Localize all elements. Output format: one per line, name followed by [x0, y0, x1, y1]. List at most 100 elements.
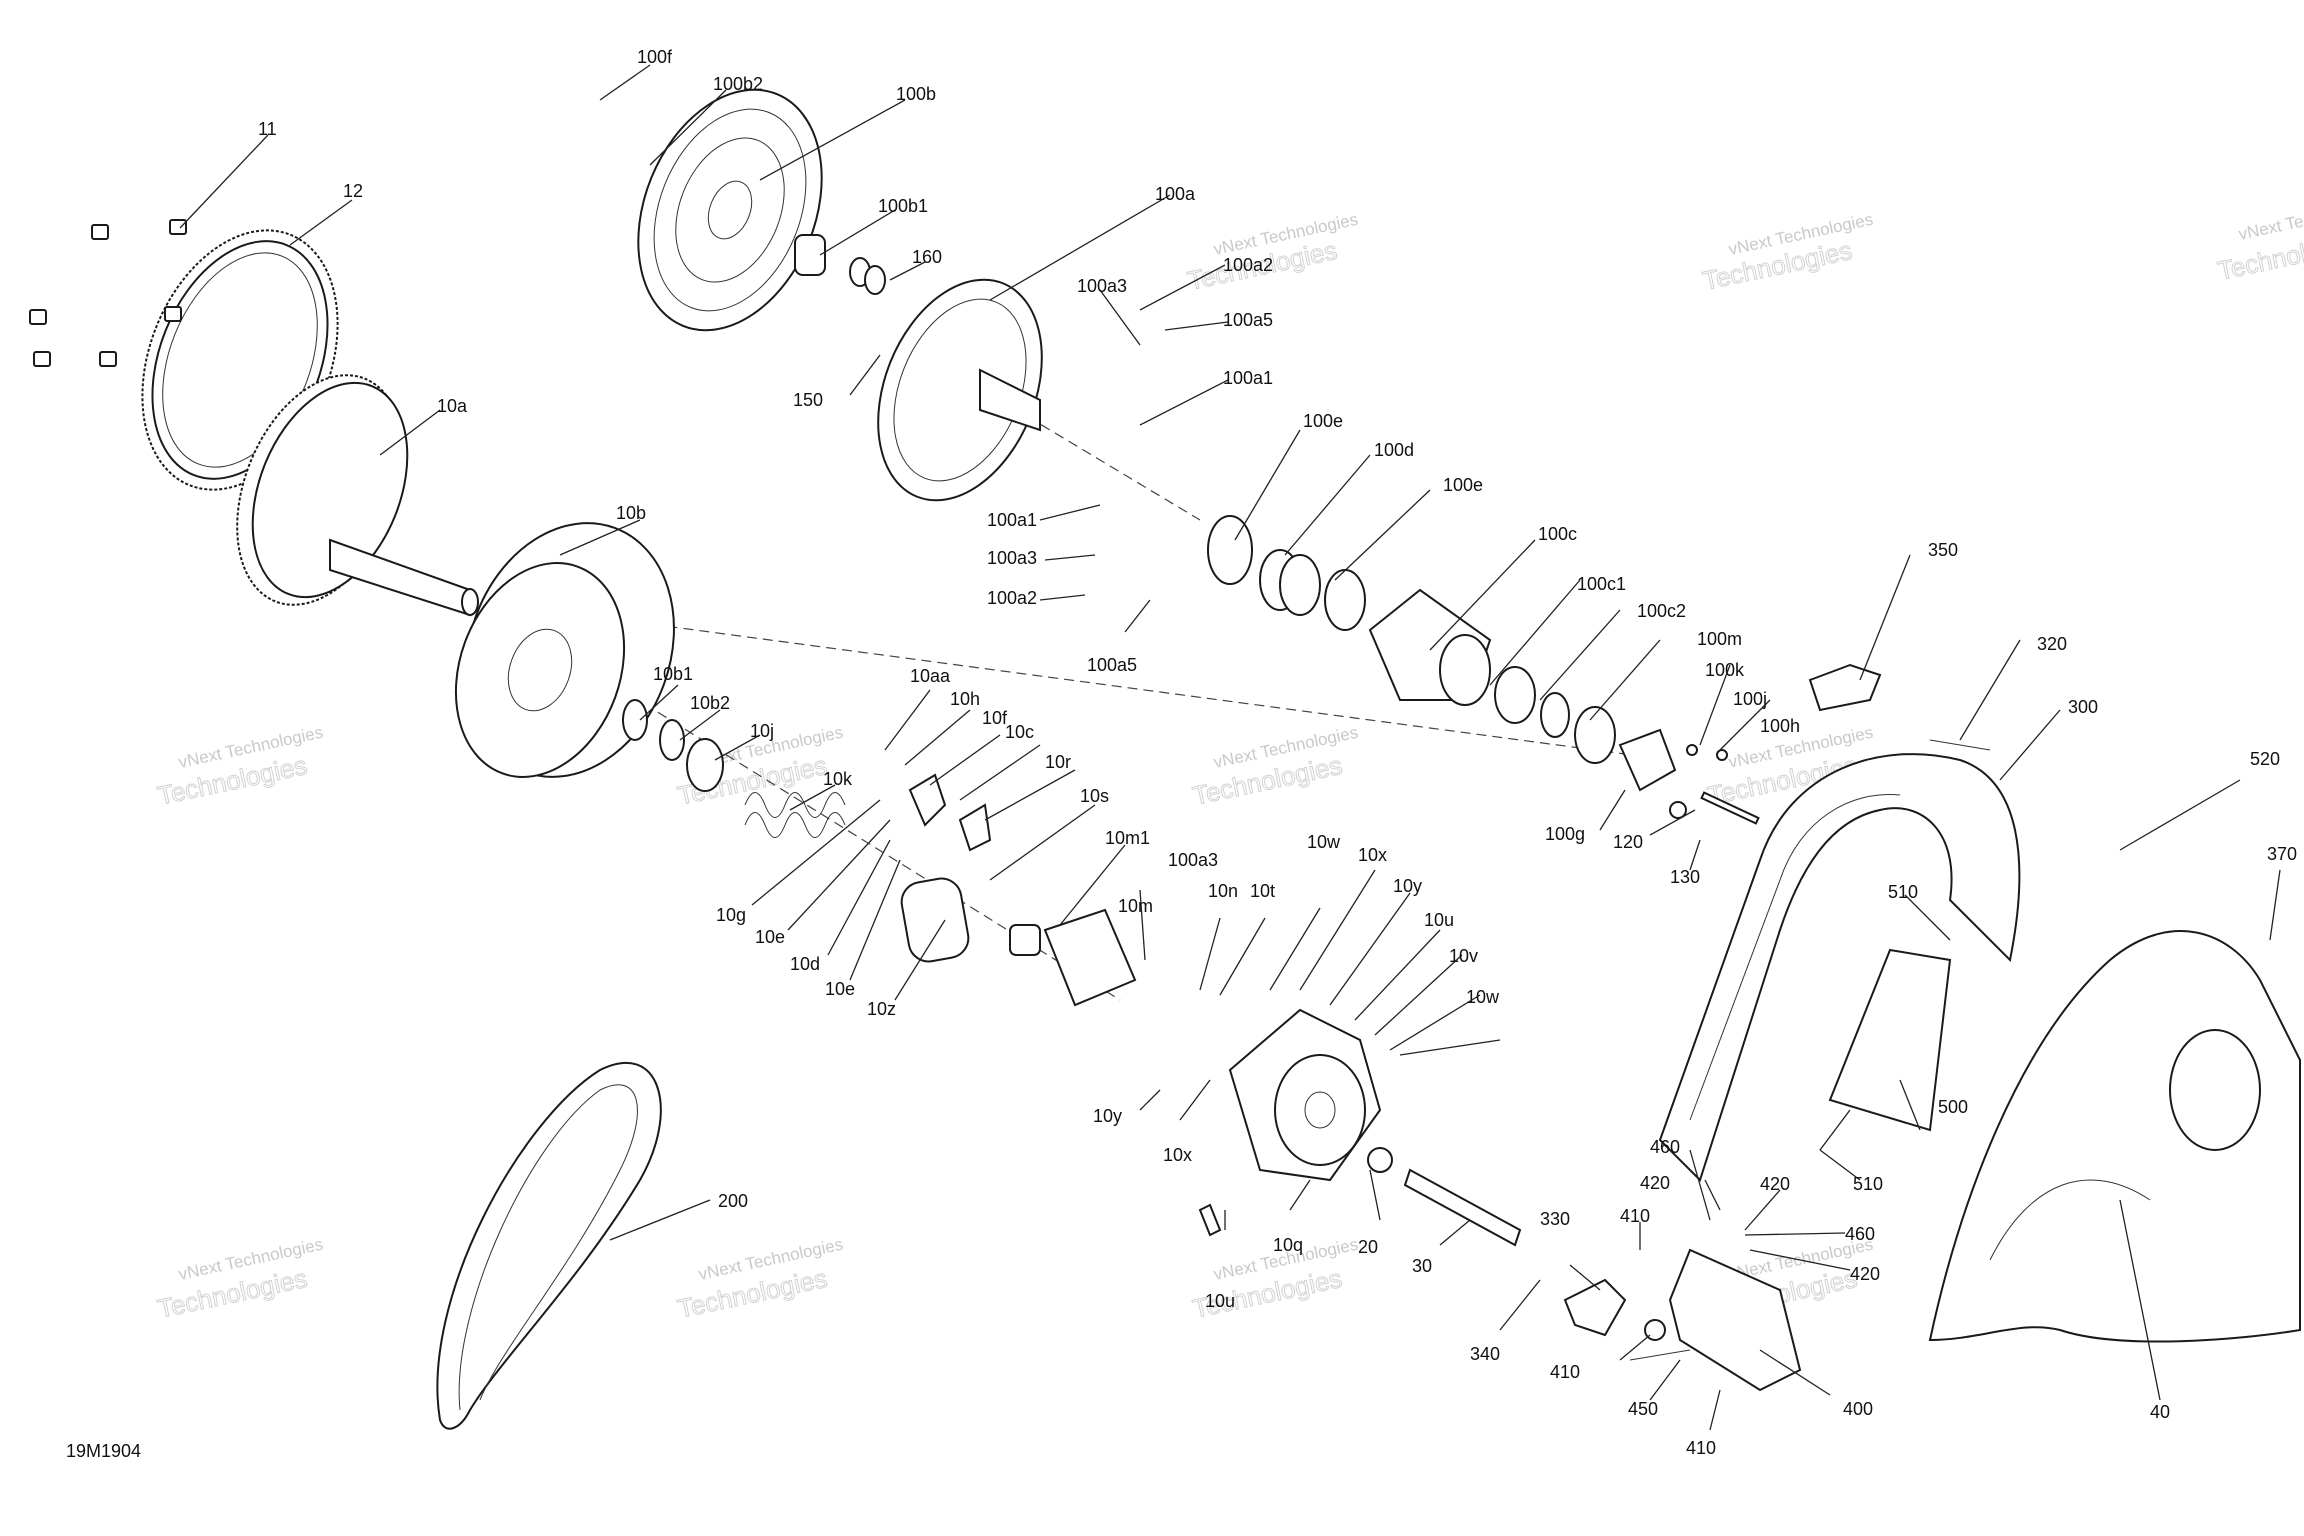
callout-label: 100a2	[987, 588, 1037, 608]
callout-label: 100f	[637, 47, 673, 67]
callout-label: 100a3	[1077, 276, 1127, 296]
callout-label: 100e	[1443, 475, 1483, 495]
callout-label: 410	[1550, 1362, 1580, 1382]
leader-lines	[179, 64, 2281, 1431]
callout-label: 10g	[716, 905, 746, 925]
callout-label: 460	[1845, 1224, 1875, 1244]
callout-label: 10aa	[910, 666, 951, 686]
callout-label: 510	[1853, 1174, 1883, 1194]
callout-label: 10w	[1466, 987, 1500, 1007]
callout-label: 10m	[1118, 896, 1153, 916]
callout-label: 10e	[825, 979, 855, 999]
callout-label: 40	[2150, 1402, 2170, 1422]
callout-label: 520	[2250, 749, 2280, 769]
callout-label: 100j	[1733, 689, 1767, 709]
callout-label: 510	[1888, 882, 1918, 902]
callout-label: 100e	[1303, 411, 1343, 431]
callout-label: 500	[1938, 1097, 1968, 1117]
callout-label: 10u	[1205, 1291, 1235, 1311]
callout-label: 100c	[1538, 524, 1577, 544]
callout-label: 340	[1470, 1344, 1500, 1364]
callout-label: 10z	[867, 999, 896, 1019]
driven-pulley	[637, 88, 1043, 502]
callout-label: 10b2	[690, 693, 730, 713]
callout-label: 100a5	[1087, 655, 1137, 675]
callout-label: 100b2	[713, 74, 763, 94]
callout-label: 420	[1850, 1264, 1880, 1284]
callout-label: 10b	[616, 503, 646, 523]
bracket-plate	[1828, 948, 1952, 1132]
callout-label: 100a1	[987, 510, 1037, 530]
drive-axis-line	[619, 619, 1671, 761]
callout-label: 150	[793, 390, 823, 410]
callout-label: 420	[1760, 1174, 1790, 1194]
callout-label: 10b1	[653, 664, 693, 684]
drive-pulley-fixed-half	[236, 374, 479, 617]
callout-label: 100c2	[1637, 601, 1686, 621]
callout-label: 130	[1670, 867, 1700, 887]
drive-pulley-housing	[454, 522, 675, 778]
callout-label: 10v	[1449, 946, 1478, 966]
callout-label: 100b	[896, 84, 936, 104]
callout-label: 200	[718, 1191, 748, 1211]
callout-label: 10k	[823, 769, 853, 789]
callout-label: 10y	[1393, 876, 1422, 896]
callout-label: 10m1	[1105, 828, 1150, 848]
callout-label: 100g	[1545, 824, 1585, 844]
callout-label: 100m	[1697, 629, 1742, 649]
belt-guard-cover	[1928, 930, 2301, 1343]
callout-label: 12	[343, 181, 363, 201]
callout-label: 10w	[1307, 832, 1341, 852]
callout-label: 30	[1412, 1256, 1432, 1276]
callout-label: 10r	[1045, 752, 1071, 772]
callout-label: 10j	[750, 721, 774, 741]
callout-label: 100a1	[1223, 368, 1273, 388]
callout-label: 410	[1686, 1438, 1716, 1458]
callout-label: 100b1	[878, 196, 928, 216]
callout-label: 10a	[437, 396, 468, 416]
callout-labels: 11 12 10a 100f 100b2 100b 100b1 160 150 …	[258, 47, 2297, 1458]
callout-label: 320	[2037, 634, 2067, 654]
belt-guard-bracket	[1658, 663, 2021, 1182]
callout-label: 10c	[1005, 722, 1034, 742]
figure-code: 19M1904	[66, 1441, 141, 1461]
callout-label: 11	[258, 119, 277, 139]
flywheel-bolts	[29, 219, 187, 367]
watermark-group: vNext Technologies Technologies vNext Te…	[155, 195, 2304, 1325]
callout-label: 100k	[1705, 660, 1745, 680]
callout-label: 10t	[1250, 881, 1275, 901]
callout-label: 450	[1628, 1399, 1658, 1419]
callout-label: 120	[1613, 832, 1643, 852]
driven-parts-right	[1207, 515, 1760, 825]
callout-label: 10h	[950, 689, 980, 709]
callout-label: 10s	[1080, 786, 1109, 806]
callout-label: 100h	[1760, 716, 1800, 736]
callout-label: 100a3	[1168, 850, 1218, 870]
gear-hub-part	[1198, 1008, 1522, 1247]
callout-label: 350	[1928, 540, 1958, 560]
callout-label: 370	[2267, 844, 2297, 864]
callout-label: 20	[1358, 1237, 1378, 1257]
drive-small-parts	[622, 699, 1137, 1007]
callout-label: 10e	[755, 927, 785, 947]
callout-label: 10f	[982, 708, 1008, 728]
callout-label: 100d	[1374, 440, 1414, 460]
watermark-text: vNext Technologies	[2237, 195, 2304, 244]
callout-label: 10x	[1163, 1145, 1192, 1165]
callout-label: 10n	[1208, 881, 1238, 901]
callout-label: 10d	[790, 954, 820, 974]
callout-label: 330	[1540, 1209, 1570, 1229]
callout-label: 460	[1650, 1137, 1680, 1157]
callout-label: 10q	[1273, 1235, 1303, 1255]
callout-label: 300	[2068, 697, 2098, 717]
callout-label: 420	[1640, 1173, 1670, 1193]
callout-label: 10x	[1358, 845, 1387, 865]
callout-label: 10u	[1424, 910, 1454, 930]
drive-belt	[436, 1062, 662, 1430]
callout-label: 400	[1843, 1399, 1873, 1419]
callout-label: 100a3	[987, 548, 1037, 568]
callout-label: 10y	[1093, 1106, 1122, 1126]
callout-label: 160	[912, 247, 942, 267]
callout-label: 410	[1620, 1206, 1650, 1226]
